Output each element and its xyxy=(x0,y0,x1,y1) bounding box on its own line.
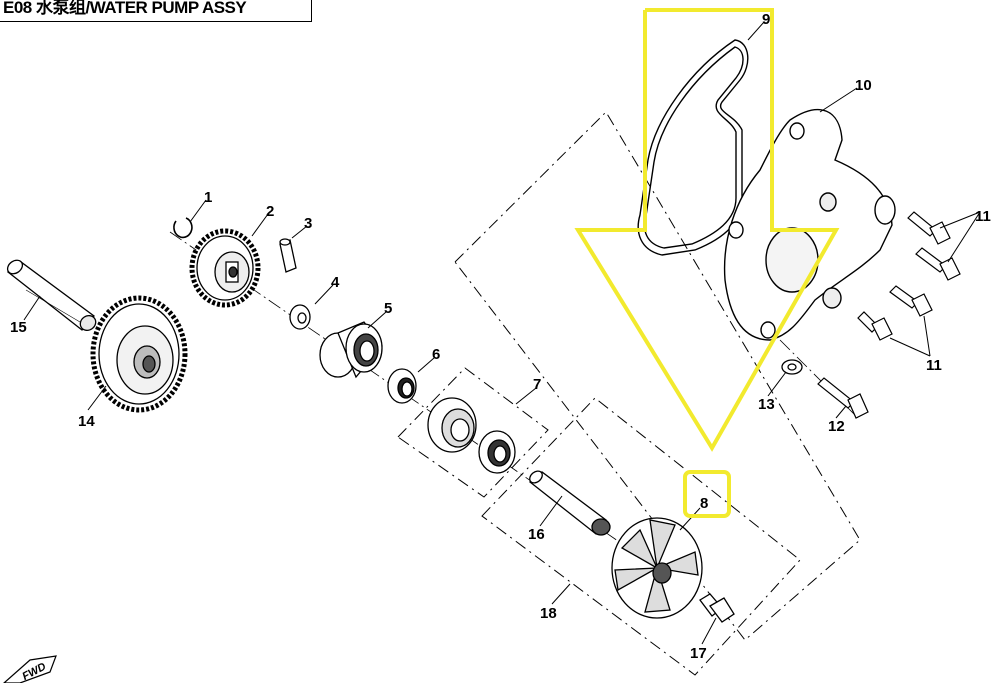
bolt-axis xyxy=(779,339,861,421)
callout-4: 4 xyxy=(331,274,340,291)
callout-3: 3 xyxy=(304,215,312,232)
part-1-circlip xyxy=(173,217,193,239)
callout-labels: 1 2 3 4 5 6 7 8 9 10 11 11 12 13 14 15 1… xyxy=(10,11,991,662)
part-11-bolts xyxy=(857,211,961,341)
highlight-callout-8-box xyxy=(683,470,731,518)
callout-7: 7 xyxy=(533,376,541,393)
part-10-pump-cover xyxy=(723,109,896,341)
callout-12: 12 xyxy=(828,418,845,435)
bolt-11-4 xyxy=(857,311,893,341)
callout-15: 15 xyxy=(10,319,27,336)
callout-1: 1 xyxy=(204,189,212,206)
part-14-large-gear xyxy=(90,295,188,413)
fwd-label: FWD xyxy=(20,661,48,683)
part-8-impeller xyxy=(611,517,703,619)
part-3-dowel-pin xyxy=(279,238,297,273)
callout-2: 2 xyxy=(266,203,274,220)
part-16-pump-shaft xyxy=(528,470,611,536)
bolt-11-3 xyxy=(889,285,933,317)
part-9-gasket xyxy=(637,39,749,256)
leader-lines xyxy=(23,21,981,645)
callout-18: 18 xyxy=(540,605,557,622)
part-4-washer xyxy=(289,304,311,330)
part-6-oil-seal xyxy=(387,368,417,404)
part-17-impeller-bolt xyxy=(699,593,735,623)
callout-6: 6 xyxy=(432,346,440,363)
part-2-small-gear xyxy=(189,228,261,308)
callout-8: 8 xyxy=(700,495,708,512)
part-12-drain-bolt xyxy=(817,377,869,419)
bolt-11-2 xyxy=(915,247,961,281)
callout-10: 10 xyxy=(855,77,872,94)
group-outlines xyxy=(397,111,861,676)
title-box: E08 水泵组/WATER PUMP ASSY xyxy=(0,0,312,22)
callout-16: 16 xyxy=(528,526,545,543)
callout-17: 17 xyxy=(690,645,707,662)
fwd-arrow-icon: FWD xyxy=(3,655,57,683)
callout-5: 5 xyxy=(384,300,392,317)
callout-11-bottom: 11 xyxy=(926,357,942,374)
callout-14: 14 xyxy=(78,413,95,430)
part-15-shaft xyxy=(6,259,97,331)
part-7-mechanical-seal xyxy=(427,397,516,474)
callout-11-top: 11 xyxy=(975,208,991,225)
bolt-11-1 xyxy=(907,211,951,245)
page-title: E08 水泵组/WATER PUMP ASSY xyxy=(3,0,247,17)
part-5-bearing xyxy=(319,321,383,379)
part-13-washer xyxy=(781,359,803,375)
highlight-arrow xyxy=(574,8,840,452)
highlight-overlay xyxy=(574,8,840,518)
callout-13: 13 xyxy=(758,396,775,413)
callout-9: 9 xyxy=(762,11,770,28)
group-outline-seal xyxy=(397,367,549,498)
